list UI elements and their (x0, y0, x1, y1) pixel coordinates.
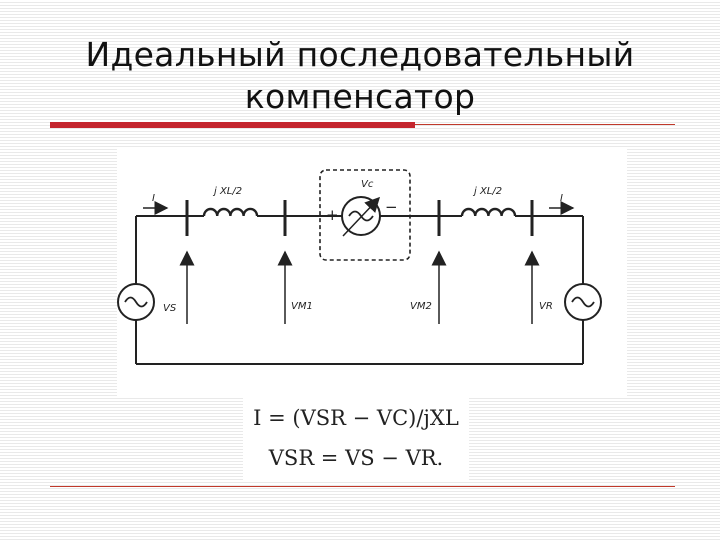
title-line-1: Идеальный последовательный (85, 35, 635, 74)
inductor-left (202, 207, 259, 217)
label-vm1: VM1 (291, 301, 313, 312)
formula-voltage: VSR = VS − VR. (268, 446, 444, 470)
label-current-left: I (152, 193, 155, 204)
formula-current: I = (VSR − VC)/jXL (253, 406, 459, 430)
compensator-box (319, 169, 411, 261)
label-minus: − (385, 198, 398, 216)
title-line-2: компенсатор (244, 77, 476, 116)
label-current-right: I (560, 193, 563, 204)
formula-box: I = (VSR − VC)/jXL VSR = VS − VR. (243, 398, 469, 482)
source-vr (564, 283, 602, 321)
label-vr: VR (539, 301, 553, 312)
compensator-variable-arrow (342, 196, 381, 237)
label-vm2: VM2 (410, 301, 432, 312)
source-vs-sine (124, 296, 148, 308)
label-xl-left: j XL/2 (212, 186, 242, 197)
source-vs (117, 283, 155, 321)
circuit-diagram: I I j XL/2 j XL/2 Vc VS VM1 VM2 VR + − (117, 148, 627, 396)
bottom-divider (50, 486, 675, 487)
source-vr-sine (571, 296, 595, 308)
circuit-svg: I I j XL/2 j XL/2 Vc VS VM1 VM2 VR + − (117, 169, 602, 365)
label-xl-right: j XL/2 (472, 186, 502, 197)
inductor-right (460, 207, 517, 217)
label-vs: VS (163, 303, 177, 314)
accent-bar (50, 122, 415, 128)
label-vc: Vc (361, 179, 374, 190)
compensator-source (341, 196, 381, 236)
label-plus: + (326, 206, 339, 224)
slide-title: Идеальный последовательный компенсатор (40, 34, 680, 118)
